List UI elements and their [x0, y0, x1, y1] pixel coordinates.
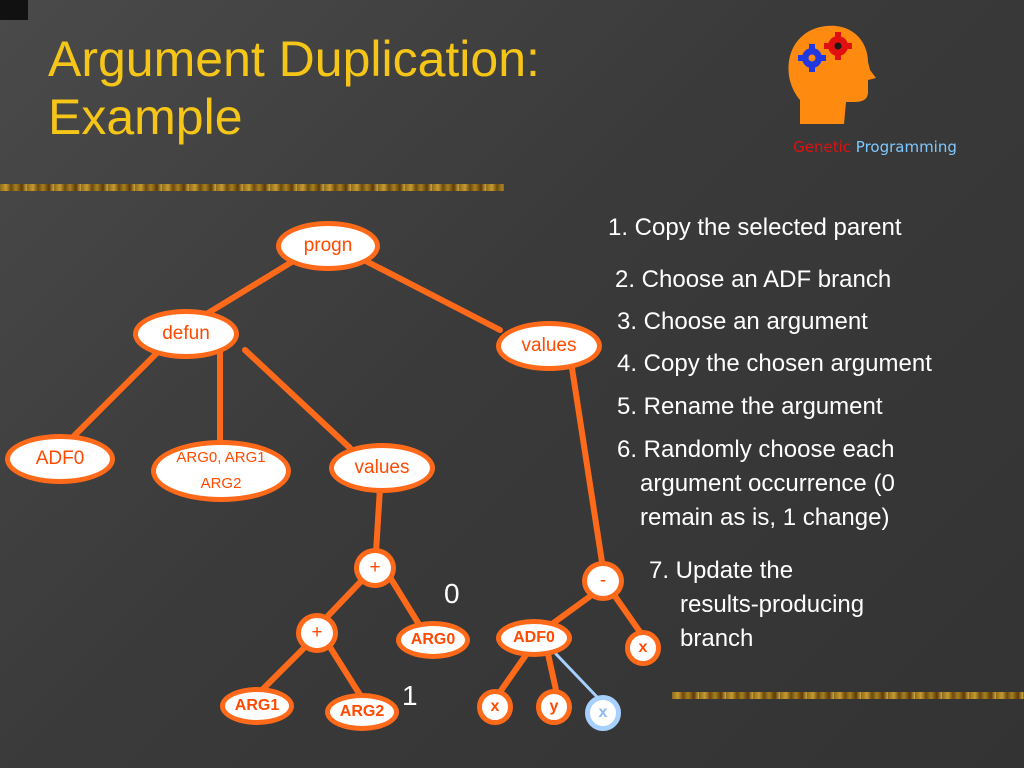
corner-mark — [0, 0, 28, 20]
slide-title: Argument Duplication: Example — [48, 30, 540, 146]
node-progn-label: progn — [303, 235, 353, 256]
edge-adf0-new-x — [554, 652, 600, 700]
edge-values-minus — [569, 365, 605, 565]
node-values-top-label: values — [521, 335, 577, 356]
node-arg0-leaf-label: ARG0 — [410, 631, 456, 648]
step-4: 4. Copy the chosen argument — [617, 350, 932, 377]
node-y-leaf-label: y — [549, 698, 559, 715]
step-1: 1. Copy the selected parent — [608, 214, 902, 241]
node-adf0-call-label: ADF0 — [513, 629, 555, 646]
logo-caption: Genetic Programming — [770, 138, 980, 156]
step-2: 2. Choose an ADF branch — [615, 266, 892, 293]
blue-gear-icon — [798, 44, 826, 72]
edge-innerplus-arg1 — [257, 641, 311, 695]
logo-word-genetic: Genetic — [793, 138, 851, 156]
node-values-body-label: values — [354, 457, 410, 478]
step-7-line-2: results-producing — [680, 591, 865, 618]
step-6-line-2: argument occurrence (0 — [640, 470, 895, 497]
title-line-2: Example — [48, 89, 243, 145]
head-gears-logo — [788, 25, 876, 124]
bottom-divider — [672, 692, 1024, 699]
edge-plus-arg0 — [385, 571, 423, 629]
edge-minus-x — [609, 589, 643, 635]
edge-progn-values — [357, 255, 503, 333]
logo-word-programming: Programming — [855, 138, 957, 156]
annotation-one: 1 — [402, 680, 418, 711]
node-adf0-def-label: ADF0 — [35, 448, 85, 469]
edge-minus-adf0 — [549, 589, 599, 627]
red-gear-icon — [824, 32, 852, 60]
node-args-line-2: ARG2 — [200, 475, 242, 492]
step-6-line-1: 6. Randomly choose each — [617, 436, 895, 463]
node-plus-top-label: + — [369, 557, 381, 578]
title-line-1: Argument Duplication: — [48, 31, 540, 87]
step-3: 3. Choose an argument — [617, 308, 868, 335]
top-divider — [0, 184, 504, 191]
edge-progn-defun — [197, 257, 298, 321]
node-arg2-leaf-label: ARG2 — [339, 703, 385, 720]
node-x-leaf-label: x — [490, 698, 500, 715]
node-arg1-leaf-label: ARG1 — [234, 697, 280, 714]
step-5: 5. Rename the argument — [617, 393, 883, 420]
step-7-line-1: 7. Update the — [649, 557, 794, 584]
node-plus-inner-label: + — [311, 622, 323, 643]
node-x-right-label: x — [638, 639, 648, 656]
edge-innerplus-arg2 — [325, 641, 365, 701]
node-minus-label: - — [599, 570, 607, 591]
edge-values-plus — [373, 485, 383, 555]
edge-adf0-y — [545, 651, 559, 693]
annotation-zero: 0 — [444, 578, 460, 609]
edge-defun-values — [242, 347, 353, 451]
node-args-line-1: ARG0, ARG1 — [176, 449, 266, 466]
node-x-new-label: x — [598, 704, 608, 721]
edge-adf0-x — [497, 649, 531, 695]
edge-defun-adf0 — [67, 347, 163, 443]
step-6-line-3: remain as is, 1 change) — [640, 504, 890, 531]
step-7-line-3: branch — [680, 625, 754, 652]
node-defun-label: defun — [162, 323, 210, 344]
